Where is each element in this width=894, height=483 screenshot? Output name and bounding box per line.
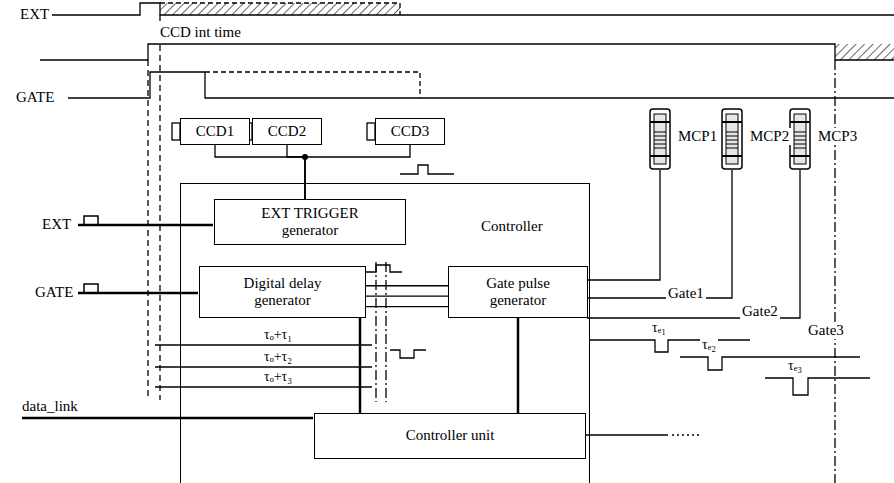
- signal-label: Gate1: [666, 285, 706, 302]
- delay-signal-line: [155, 366, 372, 367]
- gate-timing-trace: [68, 72, 894, 98]
- delay-signal-line: [155, 344, 372, 345]
- signal-connector: [215, 145, 305, 199]
- data-link-line: [585, 434, 668, 435]
- signal-connector: [305, 145, 410, 199]
- signal-label: τₒ+τ₃: [262, 369, 294, 385]
- ccd-int-time-trace: [835, 44, 894, 60]
- box-label: EXT TRIGGER generator: [248, 205, 373, 240]
- ext-timing-trace: [160, 3, 400, 15]
- ccd-int-time-trace: [40, 44, 894, 60]
- function-box: Controller unit: [314, 413, 586, 459]
- gate-timing-trace: [205, 72, 420, 98]
- delay-signal-line: [390, 350, 426, 358]
- gate-wire: [587, 170, 660, 280]
- signal-label: MCP1: [676, 128, 719, 145]
- data-link-line: [22, 417, 313, 420]
- gate-pulse-waveform: [680, 357, 860, 370]
- ccd3-trigger-pulse: [400, 165, 454, 174]
- signal-connector: [517, 318, 520, 413]
- timing-guide-line: [148, 15, 835, 483]
- ext-timing-trace: [52, 3, 894, 15]
- data-link-line: [672, 434, 702, 435]
- input-signal-line: [78, 216, 213, 293]
- signal-label: GATE: [33, 284, 75, 301]
- gate-timing-trace: [68, 72, 894, 98]
- signal-label: EXT: [18, 6, 51, 23]
- schematic-background: [22, 3, 894, 483]
- signal-label: CCD int time: [158, 24, 243, 41]
- gate-wire: [587, 170, 800, 318]
- signal-label: Gate2: [740, 303, 780, 320]
- signal-label: MCP2: [748, 128, 791, 145]
- signal-connector: [359, 318, 362, 413]
- ccd-int-time-trace: [40, 44, 894, 60]
- box-label: Digital delay generator: [228, 275, 338, 310]
- box-label: CCD2: [268, 123, 306, 140]
- function-box: CCD1: [180, 118, 250, 145]
- function-box: Digital delay generator: [199, 266, 366, 318]
- controller-housing: Controller EXT TRIGGER generatorDigital d…: [180, 183, 590, 483]
- signal-label: τₑ₂: [700, 337, 718, 353]
- delay-signal-line: [155, 386, 372, 387]
- signal-label: τₒ+τ₁: [262, 327, 294, 343]
- delay-signal-line: [155, 265, 426, 387]
- signal-label: τₑ₃: [786, 358, 804, 374]
- signal-connector: [366, 296, 448, 297]
- ccd-connector-tab: [172, 123, 180, 140]
- function-box: CCD2: [252, 118, 322, 145]
- signal-connector: [366, 285, 448, 286]
- timing-guide-line: [385, 262, 386, 402]
- timing-guide-line: [375, 262, 376, 402]
- timing-guide-line: [147, 60, 148, 400]
- input-signal-line: [84, 216, 98, 225]
- signal-label: τₑ₁: [650, 320, 668, 336]
- box-label: CCD3: [391, 123, 429, 140]
- mcp-tube-icon: [790, 109, 810, 169]
- ccd-connector-tab: [172, 123, 375, 140]
- function-box: CCD3: [375, 118, 445, 145]
- box-label: Gate pulse generator: [468, 275, 568, 310]
- mcp-tube-icon: [650, 109, 810, 169]
- ccd3-trigger-pulse: [400, 165, 454, 174]
- mcp-tube-icon: [650, 109, 670, 169]
- ext-timing-trace: [52, 3, 894, 15]
- signal-connector: [287, 145, 305, 199]
- signal-label: data_link: [20, 398, 80, 415]
- gate-wire: [587, 170, 800, 318]
- box-label: Controller: [481, 218, 543, 235]
- timing-guide-line: [834, 60, 835, 483]
- gate-pulse-waveform: [590, 340, 750, 352]
- delay-signal-line: [366, 265, 402, 272]
- gate-pulse-waveform: [765, 378, 870, 395]
- timing-guide-line: [159, 15, 160, 400]
- signal-label: EXT: [40, 216, 73, 233]
- mcp-tube-icon: [722, 109, 742, 169]
- ext-timing-trace: [160, 3, 400, 15]
- signal-label: MCP3: [816, 128, 859, 145]
- box-label: Controller unit: [406, 427, 495, 444]
- signal-label: Gate3: [806, 322, 846, 339]
- ccd-connector-tab: [367, 123, 375, 140]
- function-box: EXT TRIGGER generator: [214, 199, 406, 245]
- signal-label: τₒ+τ₂: [262, 349, 294, 365]
- signal-connector: [366, 306, 448, 307]
- signal-label: GATE: [14, 89, 56, 106]
- function-box: Gate pulse generator: [448, 266, 588, 318]
- gate-pulse-waveform: [590, 340, 870, 395]
- gate-wire: [587, 170, 732, 298]
- input-signal-line: [84, 284, 98, 293]
- box-label: CCD1: [196, 123, 234, 140]
